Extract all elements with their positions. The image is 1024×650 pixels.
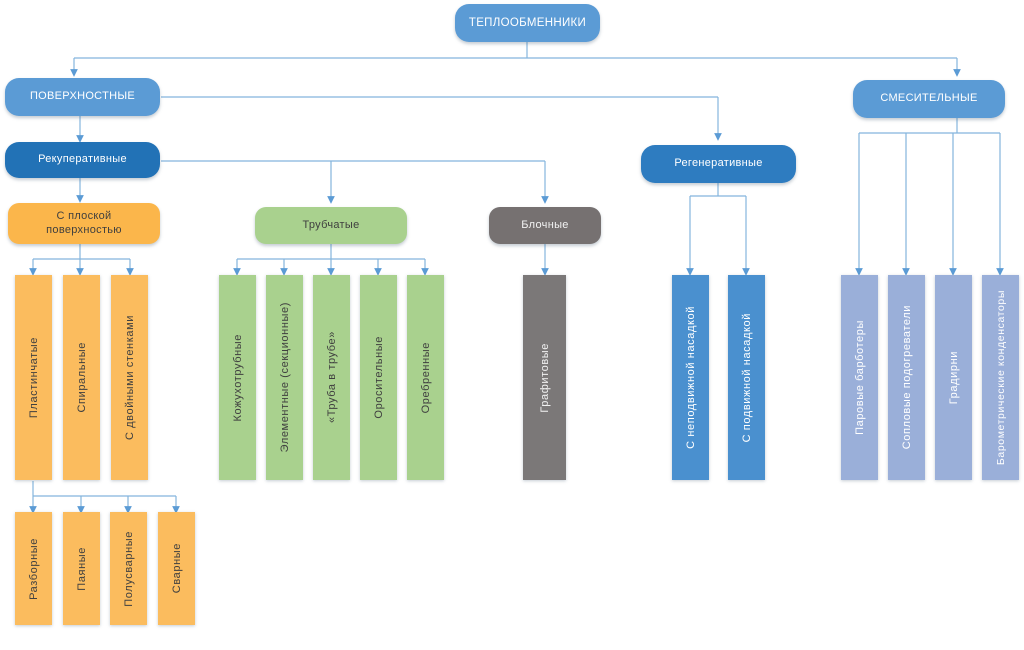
node-block-label: Блочные <box>521 218 569 231</box>
node-root-label: ТЕПЛООБМЕННИКИ <box>468 16 587 29</box>
bar-regen-child-0[interactable]: С неподвижной насадкой <box>672 275 709 480</box>
bar-label: Элементные (секционные) <box>278 302 291 453</box>
bar-plate-child-1[interactable]: Паяные <box>63 512 100 625</box>
bar-mixing-child-3[interactable]: Барометрические конденсаторы <box>982 275 1019 480</box>
bar-label: Кожухотрубные <box>231 333 244 422</box>
node-block[interactable]: Блочные <box>489 207 601 244</box>
bar-label: Сопловые подогреватели <box>900 305 913 450</box>
bar-label: Графитовые <box>538 342 551 413</box>
bar-label: Паровые барботеры <box>853 320 866 435</box>
node-flat-surface-label: С плоской поверхностью <box>46 209 122 236</box>
bar-label: Оросительные <box>372 336 385 419</box>
bar-tubular-child-4[interactable]: Оребренные <box>407 275 444 480</box>
node-flat-surface[interactable]: С плоской поверхностью <box>8 203 160 244</box>
node-tubular[interactable]: Трубчатые <box>255 207 407 244</box>
bar-tubular-child-2[interactable]: «Труба в трубе» <box>313 275 350 480</box>
bar-mixing-child-2[interactable]: Градирни <box>935 275 972 480</box>
bar-mixing-child-1[interactable]: Сопловые подогреватели <box>888 275 925 480</box>
node-tubular-label: Трубчатые <box>302 218 360 231</box>
bar-tubular-child-1[interactable]: Элементные (секционные) <box>266 275 303 480</box>
node-regenerative-label: Регенеративные <box>674 157 763 170</box>
bar-plate-child-2[interactable]: Полусварные <box>110 512 147 625</box>
bar-plate-child-3[interactable]: Сварные <box>158 512 195 625</box>
node-root[interactable]: ТЕПЛООБМЕННИКИ <box>455 4 600 42</box>
node-surface-label: ПОВЕРХНОСТНЫЕ <box>29 90 136 103</box>
bar-label: «Труба в трубе» <box>325 331 338 424</box>
node-recuperative[interactable]: Рекуперативные <box>5 142 160 178</box>
bar-label: С двойными стенками <box>123 314 136 441</box>
bar-label: Пластинчатые <box>27 336 40 419</box>
bar-flat-child-1[interactable]: Спиральные <box>63 275 100 480</box>
bar-label: Спиральные <box>75 342 88 413</box>
node-surface[interactable]: ПОВЕРХНОСТНЫЕ <box>5 78 160 116</box>
bar-block-child-0[interactable]: Графитовые <box>523 275 566 480</box>
bar-regen-child-1[interactable]: С подвижной насадкой <box>728 275 765 480</box>
bar-label: Полусварные <box>122 530 135 607</box>
bar-label: Оребренные <box>419 341 432 414</box>
bar-mixing-child-0[interactable]: Паровые барботеры <box>841 275 878 480</box>
bar-label: Разборные <box>27 537 40 600</box>
bar-tubular-child-0[interactable]: Кожухотрубные <box>219 275 256 480</box>
bar-label: Сварные <box>170 543 183 594</box>
node-recuperative-label: Рекуперативные <box>38 153 127 166</box>
bar-label: Градирни <box>947 350 960 405</box>
bar-label: С неподвижной насадкой <box>684 306 697 449</box>
bar-flat-child-0[interactable]: Пластинчатые <box>15 275 52 480</box>
node-mixing-label: СМЕСИТЕЛЬНЫЕ <box>880 92 978 105</box>
node-mixing[interactable]: СМЕСИТЕЛЬНЫЕ <box>853 80 1005 118</box>
bar-tubular-child-3[interactable]: Оросительные <box>360 275 397 480</box>
node-regenerative[interactable]: Регенеративные <box>641 145 796 183</box>
bar-label: Паяные <box>75 546 88 591</box>
bar-plate-child-0[interactable]: Разборные <box>15 512 52 625</box>
bar-label: Барометрические конденсаторы <box>994 289 1007 466</box>
bar-label: С подвижной насадкой <box>740 312 753 443</box>
bar-flat-child-2[interactable]: С двойными стенками <box>111 275 148 480</box>
